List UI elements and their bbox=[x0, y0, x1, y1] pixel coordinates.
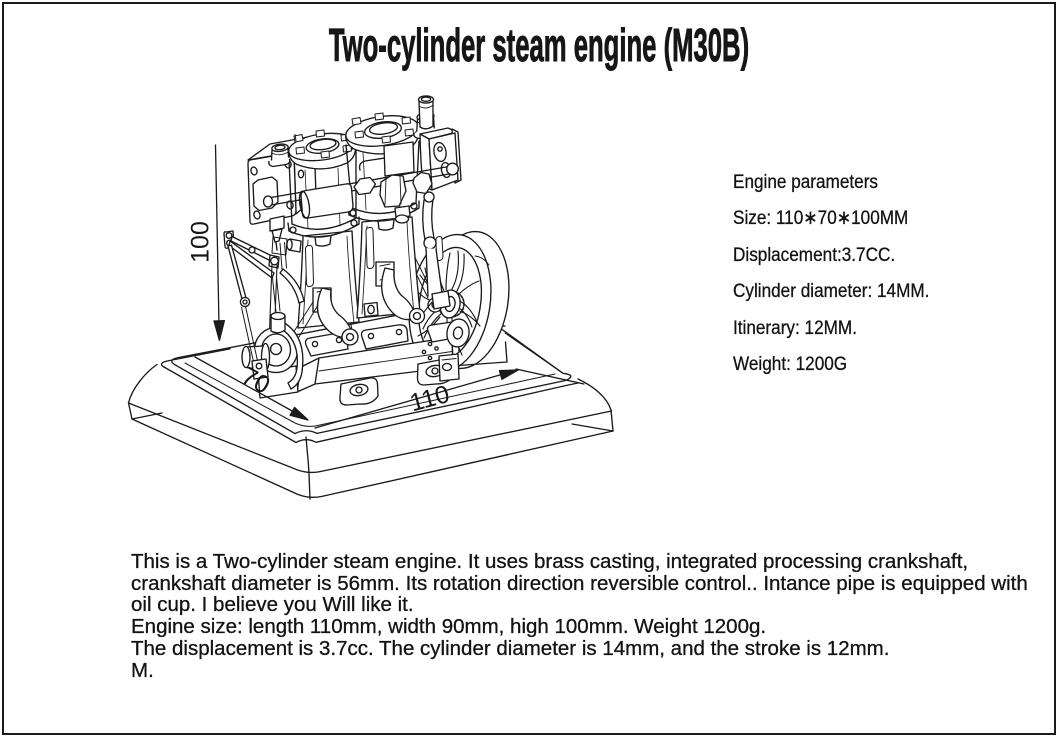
svg-text:100: 100 bbox=[187, 221, 215, 263]
